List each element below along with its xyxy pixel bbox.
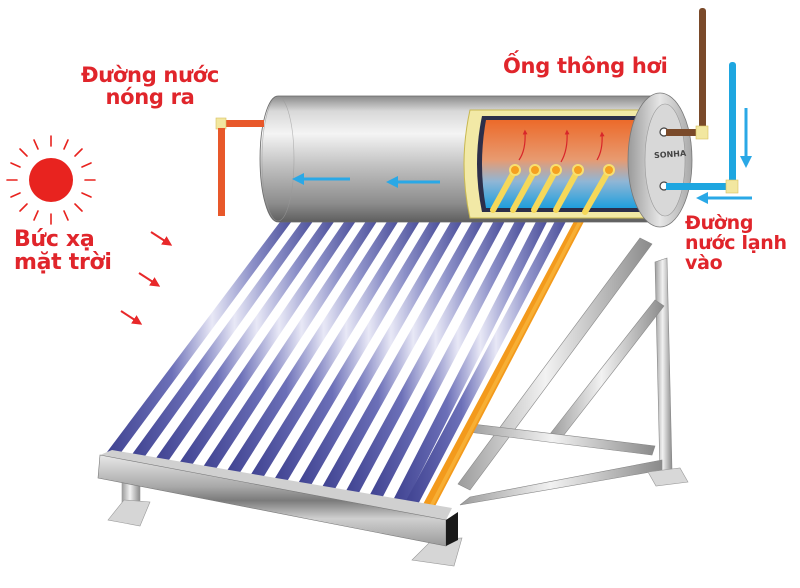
label-line: vào [685,251,723,274]
vacuum-tube [401,206,574,512]
vacuum-tube [173,206,366,474]
sun-icon [6,135,96,225]
label-line: mặt trời [14,250,112,276]
vacuum-tube [341,206,513,502]
vacuum-tube [197,206,387,478]
label-line: nước lạnh [685,231,787,254]
solar-radiation-label: Bức xạ mặt trời [14,228,112,274]
label-line: Đường nước [80,63,220,87]
internal-heat-pipes [490,164,615,215]
tank-flow-arrows [292,173,440,188]
label-line: Ống thông hơi [503,54,668,78]
hot-water-outlet-pipe [215,117,264,216]
label-line: Đường [685,212,754,234]
vacuum-tube [389,206,555,510]
tank-cutaway [463,109,647,219]
vacuum-tube [269,206,450,490]
radiation-arrows [120,231,173,325]
vacuum-tubes [101,202,592,512]
vacuum-tube [149,206,345,470]
hot-water-outlet-label: Đường nước nóng ra [66,64,234,108]
vacuum-tube [101,206,303,462]
storage-tank [259,92,693,228]
label-line: nóng ra [105,85,195,110]
vacuum-tube [365,206,534,506]
bottom-beam [97,450,458,547]
cold-water-inlet-label: Đường nước lạnh vào [685,212,787,274]
cold-water-inlet-pipe [666,62,752,204]
heat-pipe-tube [420,212,589,512]
vacuum-tube [245,206,429,486]
tank-end-cap [627,92,693,228]
vent-pipe-label: Ống thông hơi [503,55,668,77]
vacuum-tube [317,206,492,498]
vacuum-tube [221,206,408,482]
vent-pipe [666,8,709,140]
vacuum-tube [125,206,324,466]
label-line: Bức xạ [14,227,95,252]
vacuum-tube [293,206,471,494]
heat-rise-arrows [518,129,605,163]
